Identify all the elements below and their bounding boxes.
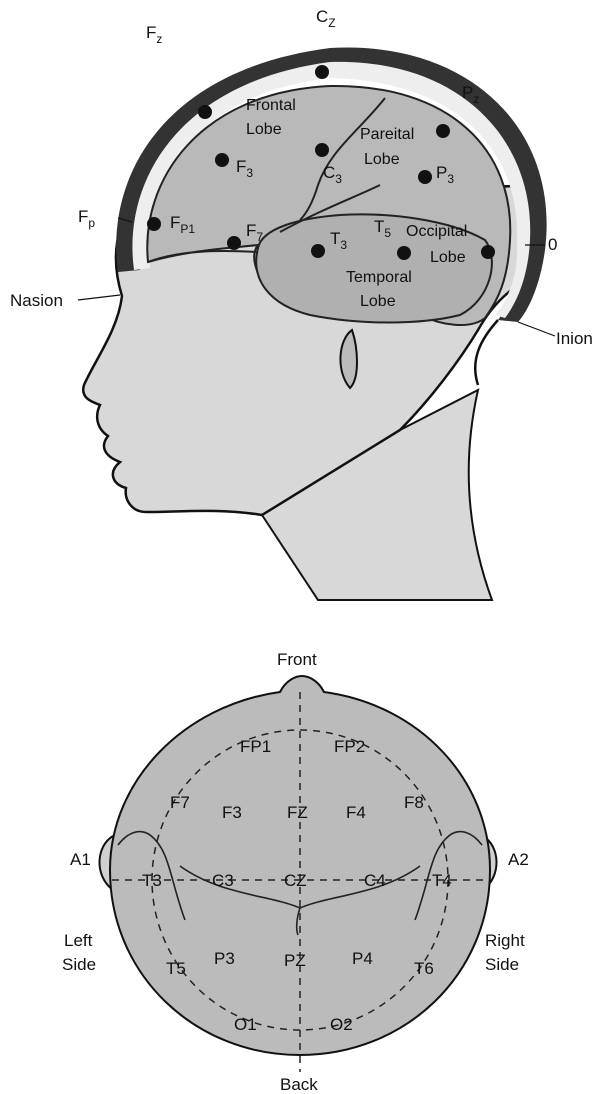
- label-a2: A2: [508, 850, 529, 869]
- label-o: 0: [548, 235, 557, 254]
- electrode-fp2: FP2: [334, 737, 365, 756]
- label-fz: Fz: [146, 23, 162, 46]
- electrode-fp1: FP1: [240, 737, 271, 756]
- top-view-head: Front Back Left Side Right Side A1 A2 FP…: [62, 650, 529, 1094]
- electrode-f3-dot: [215, 153, 229, 167]
- label-parietal-lobe: Pareital: [360, 126, 414, 143]
- electrode-t5-dot: [397, 246, 411, 260]
- label-temporal-lobe-2: Lobe: [360, 293, 396, 310]
- side-view-head: Fz CZ Pz Fp 0 Nasion Inion Frontal Lobe …: [10, 7, 593, 600]
- label-occipital-lobe-2: Lobe: [430, 249, 466, 266]
- label-fp: Fp: [78, 207, 95, 230]
- electrode-p3-dot: [418, 170, 432, 184]
- electrode-c4: C4: [364, 871, 386, 890]
- electrode-c3: C3: [212, 871, 234, 890]
- label-right-side-2: Side: [485, 955, 519, 974]
- label-occipital-lobe: Occipital: [406, 223, 467, 240]
- electrode-t3-dot: [311, 244, 325, 258]
- label-back: Back: [280, 1075, 318, 1094]
- label-left-side: Left: [64, 931, 93, 950]
- electrode-fz-dot: [198, 105, 212, 119]
- electrode-t4: T4: [432, 871, 452, 890]
- electrode-t5: T5: [166, 959, 186, 978]
- electrode-cz-dot: [315, 65, 329, 79]
- electrode-t3: T3: [142, 871, 162, 890]
- electrode-t6: T6: [414, 959, 434, 978]
- electrode-p3: P3: [214, 949, 235, 968]
- label-temporal-lobe: Temporal: [346, 269, 412, 286]
- electrode-c3-dot: [315, 143, 329, 157]
- label-parietal-lobe-2: Lobe: [364, 151, 400, 168]
- electrode-o-dot: [481, 245, 495, 259]
- nasion-pointer: [78, 295, 120, 300]
- label-left-side-2: Side: [62, 955, 96, 974]
- label-cz: CZ: [316, 7, 336, 30]
- label-front: Front: [277, 650, 317, 669]
- electrode-f8: F8: [404, 793, 424, 812]
- label-nasion: Nasion: [10, 291, 63, 310]
- electrode-pz-dot: [436, 124, 450, 138]
- electrode-f7-dot: [227, 236, 241, 250]
- electrode-cz: CZ: [284, 871, 307, 890]
- electrode-fp1-dot: [147, 217, 161, 231]
- electrode-o1: O1: [234, 1015, 257, 1034]
- electrode-p4: P4: [352, 949, 373, 968]
- label-a1: A1: [70, 850, 91, 869]
- label-inion: Inion: [556, 329, 593, 348]
- electrode-pz: PZ: [284, 951, 306, 970]
- label-frontal-lobe: Frontal: [246, 97, 296, 114]
- inion-pointer: [518, 322, 555, 336]
- label-frontal-lobe-2: Lobe: [246, 121, 282, 138]
- electrode-o2: O2: [330, 1015, 353, 1034]
- electrode-f3: F3: [222, 803, 242, 822]
- electrode-fz: FZ: [287, 803, 308, 822]
- label-right-side: Right: [485, 931, 525, 950]
- electrode-f7: F7: [170, 793, 190, 812]
- electrode-f4: F4: [346, 803, 366, 822]
